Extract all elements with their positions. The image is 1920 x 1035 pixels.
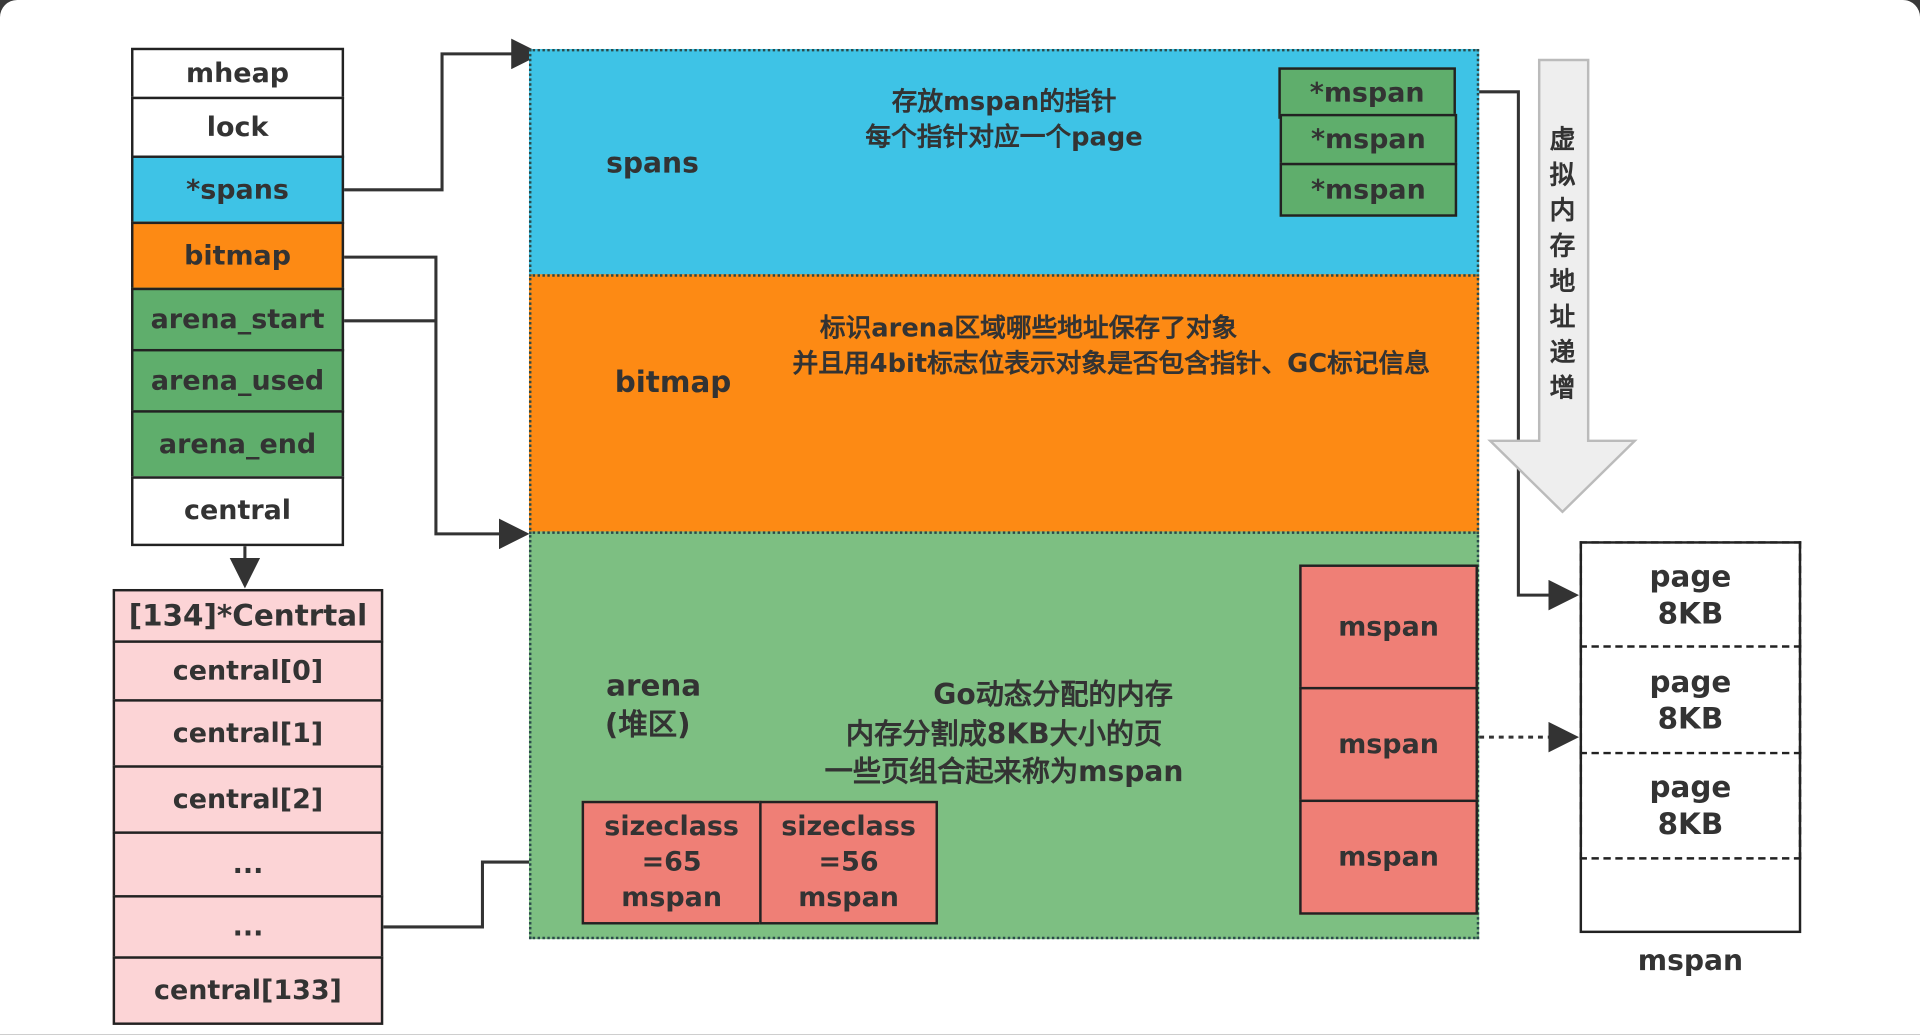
spans-desc-2: 每个指针对应一个page xyxy=(865,122,1143,152)
sizeclass-line: sizeclass xyxy=(604,811,739,843)
central-array-title: [134]*Centrtal xyxy=(112,588,384,643)
mheap-spans: *spans xyxy=(131,155,345,225)
sizeclass-65-mspan: sizeclass =65 mspan xyxy=(581,800,762,925)
central-item: central[133] xyxy=(112,956,384,1025)
mheap-arena-start: arena_start xyxy=(131,287,345,352)
mheap-header: mheap xyxy=(131,47,345,100)
sizeclass-value: =56 xyxy=(818,847,879,878)
address-increase-label: 虚拟内存地址递增 xyxy=(1549,124,1576,403)
mheap-central: central xyxy=(131,476,345,547)
sizeclass-value: =65 xyxy=(641,847,702,878)
central-item: ... xyxy=(112,831,384,898)
mheap-arena-end: arena_end xyxy=(131,410,345,479)
arena-label: arena xyxy=(606,668,702,703)
mspan-caption: mspan xyxy=(1637,945,1744,978)
sizeclass-type: mspan xyxy=(621,882,723,914)
arena-desc-1: Go动态分配的内存 xyxy=(933,679,1173,712)
mspan-pointer: *mspan xyxy=(1279,113,1458,166)
bitmap-pointer-arrow xyxy=(344,255,530,550)
arena-desc-2: 内存分割成8KB大小的页 xyxy=(845,718,1163,751)
central-item: central[2] xyxy=(112,765,384,834)
mheap-lock: lock xyxy=(131,96,345,158)
page-size: 8KB xyxy=(1657,596,1724,631)
arena-sublabel: (堆区) xyxy=(604,707,691,743)
spans-desc-1: 存放mspan的指针 xyxy=(891,86,1117,117)
mspan-pointer-arrow xyxy=(1454,90,1579,611)
spans-label: spans xyxy=(606,148,699,181)
sizeclass-56-mspan: sizeclass =56 mspan xyxy=(759,800,938,925)
bitmap-desc-2: 并且用4bit标志位表示对象是否包含指针、GC标记信息 xyxy=(792,348,1430,379)
bitmap-label: bitmap xyxy=(614,364,732,400)
arena-mspan: mspan xyxy=(1299,686,1478,803)
arena-mspan: mspan xyxy=(1299,564,1478,690)
page-label: page xyxy=(1649,559,1732,594)
page-size: 8KB xyxy=(1657,701,1724,736)
mspan-pointer: *mspan xyxy=(1279,162,1458,217)
spans-pointer-arrow xyxy=(344,38,542,192)
bitmap-region xyxy=(528,274,1480,534)
central-item: central[1] xyxy=(112,699,384,768)
page-label: page xyxy=(1649,770,1732,805)
sizeclass-type: mspan xyxy=(798,882,899,914)
central-item: central[0] xyxy=(112,640,384,702)
page-size: 8KB xyxy=(1657,806,1724,842)
mheap-arena-used: arena_used xyxy=(131,348,345,413)
arena-desc-3: 一些页组合起来称为mspan xyxy=(824,756,1184,789)
central-item: ... xyxy=(112,895,384,959)
page-label: page xyxy=(1649,664,1732,700)
mheap-bitmap: bitmap xyxy=(131,221,345,291)
arena-mspan: mspan xyxy=(1299,799,1478,915)
mspan-pointer: *mspan xyxy=(1278,67,1456,119)
sizeclass-line: sizeclass xyxy=(781,811,916,843)
address-down-arrow xyxy=(1487,58,1638,514)
bitmap-desc-1: 标识arena区域哪些地址保存了对象 xyxy=(819,313,1238,343)
